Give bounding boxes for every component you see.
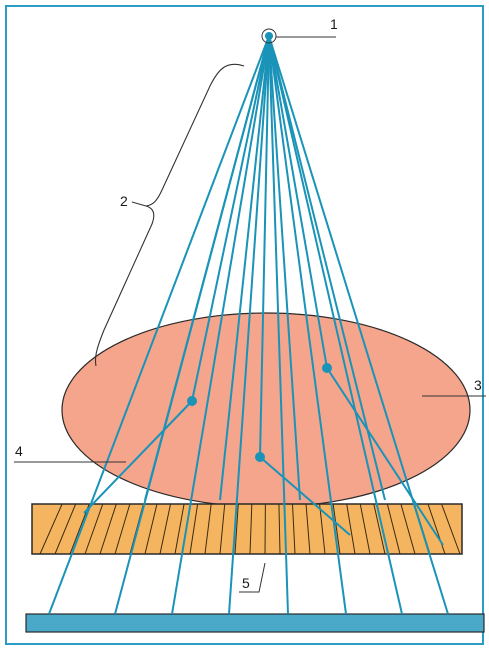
grid-lamella xyxy=(219,503,226,555)
label-scatter: 4 xyxy=(15,443,23,459)
scatter-point-left xyxy=(187,396,197,406)
leader-2 xyxy=(131,201,147,207)
scatter-point-right xyxy=(322,363,332,373)
beam-ray xyxy=(259,35,270,458)
scatter-point-center xyxy=(255,452,265,462)
beam-ray xyxy=(48,35,270,615)
grid-lamella xyxy=(249,503,253,555)
source-ring xyxy=(261,28,277,44)
beam-ray xyxy=(191,35,270,402)
diagram-frame xyxy=(5,5,484,645)
label-object: 3 xyxy=(474,377,482,393)
object-ellipse xyxy=(61,312,471,508)
beam-ray xyxy=(268,35,347,615)
scatter-ray-center xyxy=(259,456,351,536)
scatter-points xyxy=(187,363,332,462)
beam-ray xyxy=(219,35,270,501)
beam-ray xyxy=(268,35,301,501)
grid-lamella xyxy=(234,503,239,555)
grid-lamella xyxy=(346,503,356,555)
grid-lamella xyxy=(99,503,117,555)
leader-lines xyxy=(14,36,486,593)
grid-lamella xyxy=(114,503,131,555)
grid-lamellae xyxy=(39,503,461,555)
leader-5 xyxy=(239,562,266,593)
grid-lamella xyxy=(278,503,281,555)
grid-lamella xyxy=(291,503,296,555)
label-grid: 5 xyxy=(242,575,250,591)
grid-lamella xyxy=(400,503,416,555)
grid-lamella xyxy=(319,503,326,555)
grid-lamella xyxy=(159,503,172,555)
beam-ray xyxy=(268,35,449,615)
grid-lamella xyxy=(359,503,371,555)
grid-lamella xyxy=(386,503,401,555)
grid-lamella xyxy=(427,503,446,555)
grid-body xyxy=(31,503,463,555)
grid-lamella xyxy=(144,503,158,555)
grid-lamella xyxy=(174,503,185,555)
grid-lamella xyxy=(204,503,212,555)
grid-lamella xyxy=(332,503,341,555)
detector-plate xyxy=(25,613,485,633)
grid-lamella xyxy=(373,503,386,555)
grid-lamella xyxy=(39,503,63,555)
beam-ray xyxy=(268,35,328,369)
label-source: 1 xyxy=(330,16,338,32)
source-dot xyxy=(265,32,273,40)
anti-scatter-grid xyxy=(31,503,463,555)
scatter-ray-left xyxy=(83,400,193,514)
grid-lamella xyxy=(54,503,77,555)
primary-beam-rays xyxy=(48,35,449,615)
beam-ray xyxy=(144,35,270,501)
beam-ray xyxy=(268,35,403,615)
beam-ray xyxy=(268,35,289,615)
label-beam: 2 xyxy=(120,193,128,209)
beam-ray xyxy=(228,35,270,615)
beam-ray xyxy=(171,35,270,615)
grid-lamella xyxy=(305,503,311,555)
scattered-rays xyxy=(83,367,444,546)
xray-source xyxy=(261,28,277,44)
scatter-ray-right xyxy=(326,367,444,546)
beam-ray xyxy=(268,35,386,501)
grid-lamella xyxy=(441,503,461,555)
grid-lamella xyxy=(189,503,199,555)
grid-lamella xyxy=(84,503,104,555)
